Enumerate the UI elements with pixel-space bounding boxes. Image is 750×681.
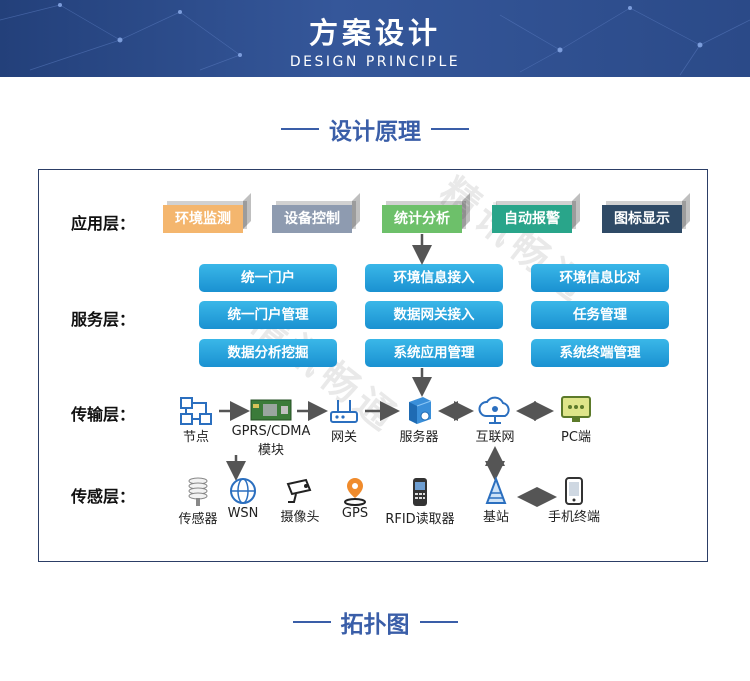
service-gateway-access[interactable]: 数据网关接入 bbox=[365, 301, 503, 329]
gateway-label: 网关 bbox=[330, 430, 357, 445]
globe-icon bbox=[230, 478, 256, 504]
service-data-mining[interactable]: 数据分析挖掘 bbox=[199, 339, 337, 367]
internet-label: 互联网 bbox=[475, 430, 515, 445]
sensing-node-sensor[interactable]: 传感器 bbox=[173, 476, 223, 527]
layer-label-app: 应用层： bbox=[71, 214, 136, 233]
heading-rule-left bbox=[281, 128, 319, 130]
pc-label: PC端 bbox=[561, 430, 591, 445]
transport-node-pc[interactable]: PC端 bbox=[551, 394, 601, 445]
location-pin-icon bbox=[344, 478, 366, 506]
app-box-chart-display[interactable]: 图标显示 bbox=[602, 205, 682, 233]
heading-rule-right bbox=[431, 128, 469, 130]
camera-icon bbox=[286, 478, 312, 503]
node-label: 节点 bbox=[182, 430, 209, 445]
sensing-node-gps[interactable]: GPS bbox=[335, 476, 375, 521]
sensing-node-mobile[interactable]: 手机终端 bbox=[539, 476, 609, 525]
rfid-reader-icon bbox=[413, 478, 427, 506]
network-pattern bbox=[0, 3, 750, 76]
wsn-label: WSN bbox=[227, 506, 259, 521]
banner-subtitle: DESIGN PRINCIPLE bbox=[289, 54, 461, 70]
server-label: 服务器 bbox=[399, 430, 439, 445]
transport-node-sensor-node[interactable]: 节点 bbox=[171, 396, 221, 445]
gprs-module-icon bbox=[250, 399, 292, 421]
section-title: 设计原理 bbox=[329, 119, 421, 145]
sensing-node-wsn[interactable]: WSN bbox=[223, 476, 263, 521]
flow-arrows bbox=[219, 234, 557, 507]
sensing-node-base-station[interactable]: 基站 bbox=[471, 476, 521, 525]
app-box-auto-alarm[interactable]: 自动报警 bbox=[492, 205, 572, 233]
heading-rule-left bbox=[292, 621, 331, 623]
service-terminal-management[interactable]: 系统终端管理 bbox=[531, 339, 669, 367]
service-task-management[interactable]: 任务管理 bbox=[531, 301, 669, 329]
transport-node-internet[interactable]: 互联网 bbox=[469, 394, 521, 445]
section-title: 拓扑图 bbox=[340, 612, 410, 638]
section-heading-design: 设计原理 bbox=[0, 112, 750, 146]
gps-label: GPS bbox=[341, 506, 369, 521]
node-network-icon bbox=[180, 397, 212, 425]
rfid-label: RFID读取器 bbox=[385, 512, 455, 527]
app-box-statistics[interactable]: 统计分析 bbox=[382, 205, 462, 233]
transport-node-server[interactable]: 服务器 bbox=[395, 394, 443, 445]
app-box-device-control[interactable]: 设备控制 bbox=[272, 205, 352, 233]
service-env-info-compare[interactable]: 环境信息比对 bbox=[531, 264, 669, 292]
service-env-info-access[interactable]: 环境信息接入 bbox=[365, 264, 503, 292]
banner-title: 方案设计 bbox=[308, 16, 441, 50]
layer-label-transport: 传输层： bbox=[71, 405, 136, 424]
transport-node-gprs[interactable]: GPRS/CDMA 模块 bbox=[221, 396, 321, 458]
mobile-label: 手机终端 bbox=[547, 510, 600, 525]
sensor-label: 传感器 bbox=[178, 512, 218, 527]
pc-monitor-icon bbox=[561, 396, 591, 422]
sensing-node-rfid[interactable]: RFID读取器 bbox=[377, 476, 463, 527]
cloud-network-icon bbox=[478, 396, 510, 424]
service-app-management[interactable]: 系统应用管理 bbox=[365, 339, 503, 367]
mobile-phone-icon bbox=[565, 477, 583, 505]
gprs-label-line1: GPRS/CDMA bbox=[231, 424, 311, 439]
header-banner: 方案设计 DESIGN PRINCIPLE bbox=[0, 0, 750, 77]
gprs-label-line2: 模块 bbox=[257, 443, 284, 458]
camera-label: 摄像头 bbox=[280, 510, 320, 525]
weather-sensor-icon bbox=[188, 477, 208, 506]
section-heading-topology: 拓扑图 bbox=[0, 605, 750, 639]
sensing-node-camera[interactable]: 摄像头 bbox=[275, 476, 325, 525]
server-icon bbox=[409, 397, 432, 424]
service-portal-management[interactable]: 统一门户管理 bbox=[199, 301, 337, 329]
layer-label-sensing: 传感层： bbox=[71, 487, 136, 506]
architecture-diagram: 精讯畅通 精讯畅通 应用层： 服务层： 传输层： 传感层： 环境监测 设备控制 … bbox=[38, 169, 708, 562]
app-box-env-monitor[interactable]: 环境监测 bbox=[163, 205, 243, 233]
base-label: 基站 bbox=[482, 510, 509, 525]
transport-node-gateway[interactable]: 网关 bbox=[323, 396, 365, 445]
router-icon bbox=[330, 400, 358, 423]
service-unified-portal[interactable]: 统一门户 bbox=[199, 264, 337, 292]
base-station-icon bbox=[485, 476, 507, 504]
heading-rule-right bbox=[419, 621, 458, 623]
layer-label-service: 服务层： bbox=[71, 310, 136, 329]
